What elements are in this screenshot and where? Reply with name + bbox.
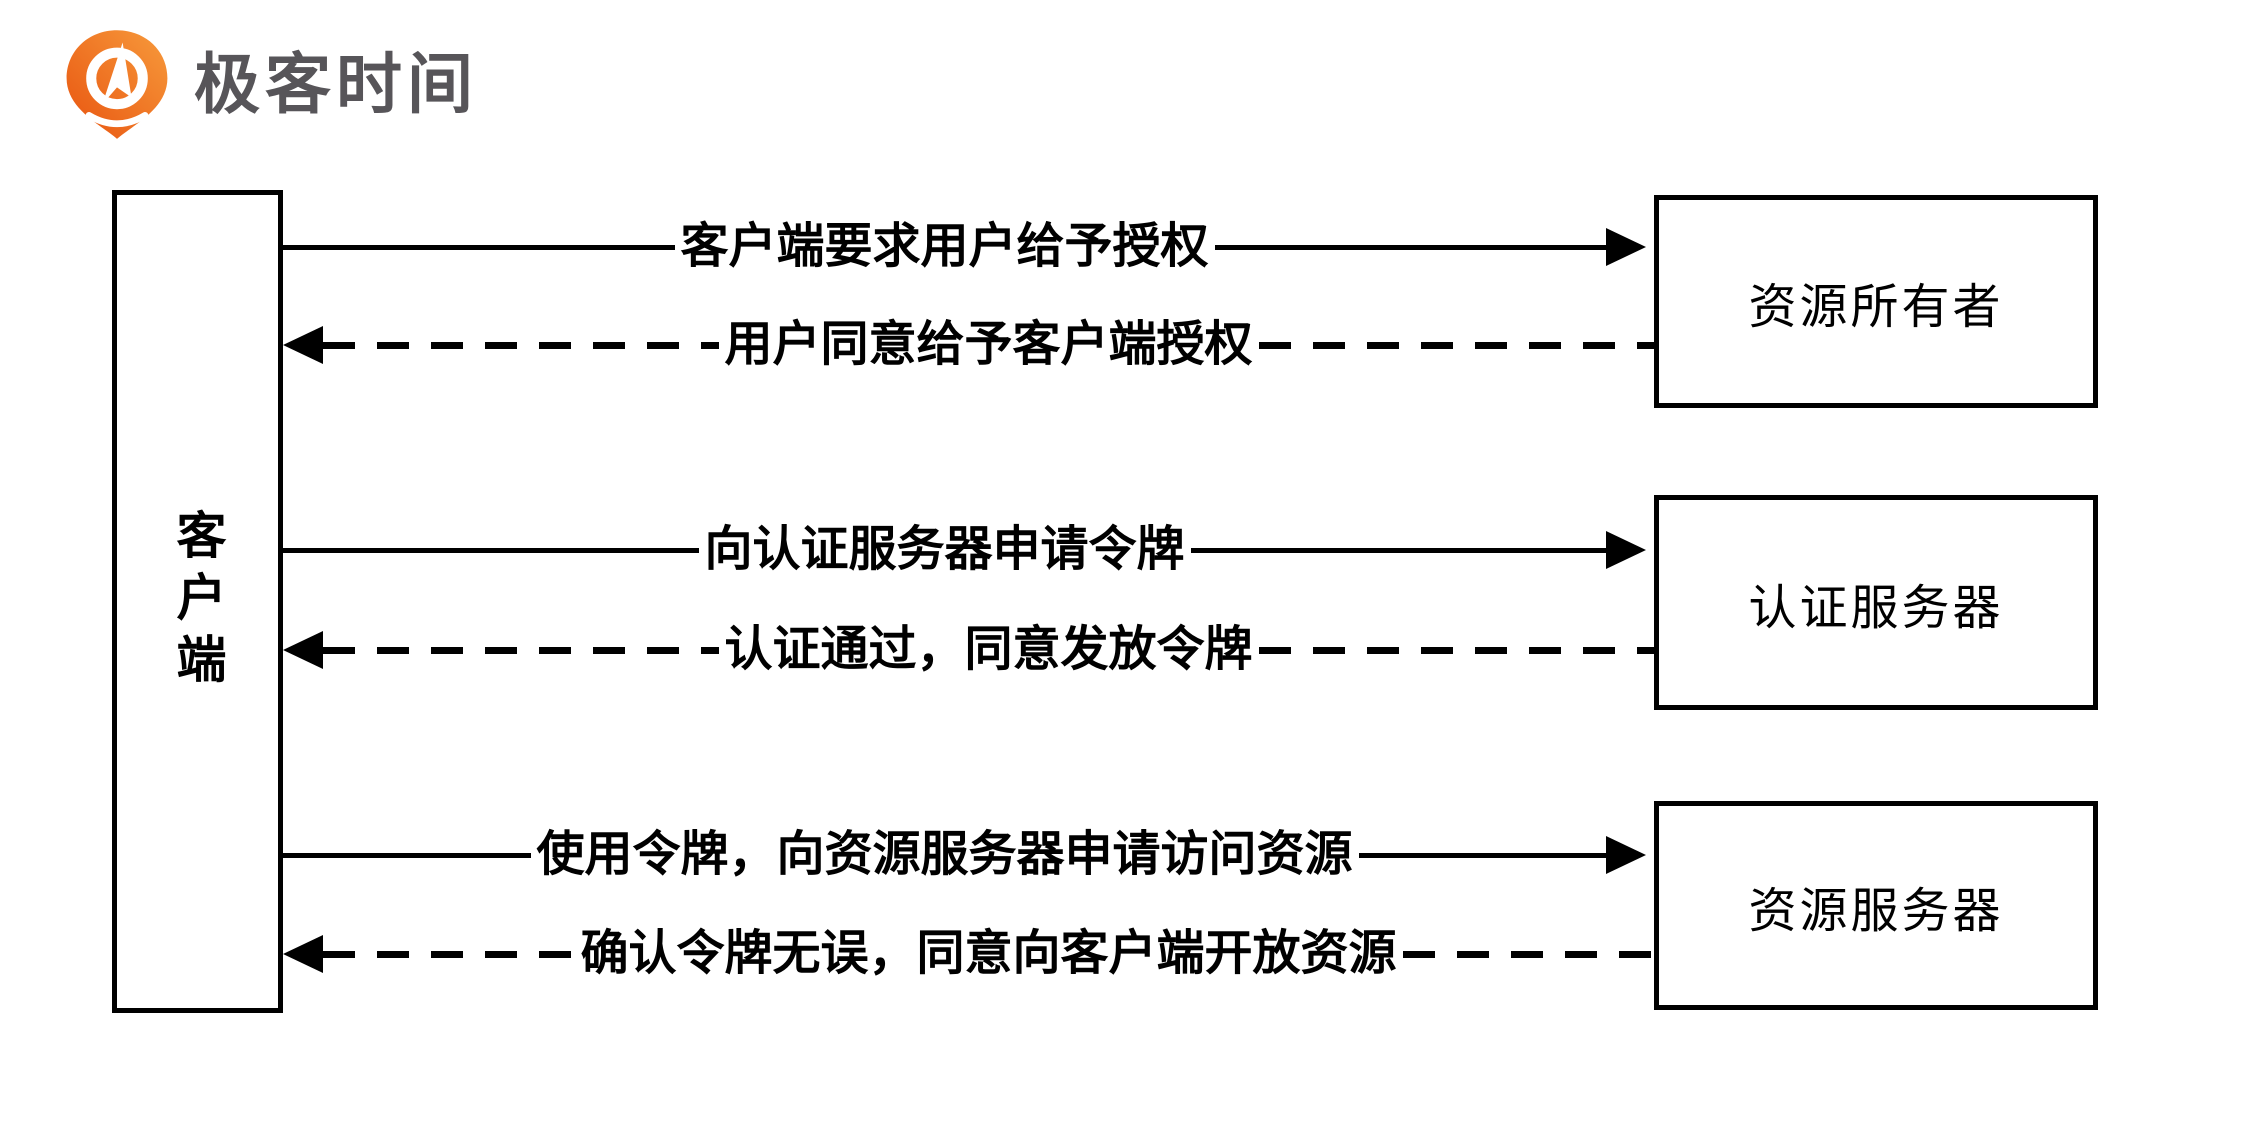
flow-issue-token: 认证通过，同意发放令牌 bbox=[283, 618, 1655, 682]
flow-line bbox=[283, 547, 699, 553]
arrowhead-left-icon bbox=[283, 326, 323, 364]
flow-line bbox=[1258, 341, 1655, 349]
arrowhead-left-icon bbox=[283, 935, 323, 973]
arrowhead-left-icon bbox=[283, 631, 323, 669]
resource-server-box: 资源服务器 bbox=[1654, 801, 2098, 1010]
flow-line bbox=[283, 244, 675, 250]
flow-request-token: 向认证服务器申请令牌 bbox=[283, 518, 1654, 582]
flow-open-resource: 确认令牌无误，同意向客户端开放资源 bbox=[283, 922, 1655, 986]
auth-server-box: 认证服务器 bbox=[1654, 495, 2098, 710]
flow-line bbox=[1402, 950, 1655, 958]
flow-line bbox=[1214, 244, 1607, 250]
flow-label: 认证通过，同意发放令牌 bbox=[724, 623, 1253, 676]
flow-line bbox=[283, 852, 531, 858]
brand-name: 极客时间 bbox=[194, 47, 478, 121]
flow-line bbox=[1358, 852, 1607, 858]
flow-line bbox=[323, 341, 719, 349]
flow-label: 向认证服务器申请令牌 bbox=[704, 523, 1185, 576]
flow-line bbox=[323, 646, 719, 654]
flow-label: 使用令牌，向资源服务器申请访问资源 bbox=[536, 828, 1353, 881]
client-box-label: 客户端 bbox=[169, 508, 226, 695]
flow-line bbox=[1258, 646, 1655, 654]
flow-request-authorization: 客户端要求用户给予授权 bbox=[283, 215, 1654, 279]
resource-owner-label: 资源所有者 bbox=[1748, 280, 2004, 334]
auth-server-label: 认证服务器 bbox=[1748, 581, 2004, 635]
geektime-pin-icon bbox=[66, 30, 168, 139]
arrowhead-right-icon bbox=[1606, 228, 1647, 266]
flow-line bbox=[323, 950, 575, 958]
flow-request-resource: 使用令牌，向资源服务器申请访问资源 bbox=[283, 823, 1654, 887]
flow-grant-authorization: 用户同意给予客户端授权 bbox=[283, 313, 1655, 377]
flow-label: 客户端要求用户给予授权 bbox=[680, 220, 1209, 273]
resource-owner-box: 资源所有者 bbox=[1654, 195, 2098, 408]
resource-server-label: 资源服务器 bbox=[1748, 884, 2004, 938]
arrowhead-right-icon bbox=[1606, 531, 1647, 569]
brand-logo: 极客时间 bbox=[58, 28, 478, 140]
flow-label: 用户同意给予客户端授权 bbox=[724, 318, 1253, 371]
flow-label: 确认令牌无误，同意向客户端开放资源 bbox=[580, 927, 1397, 980]
arrowhead-right-icon bbox=[1606, 836, 1647, 874]
client-box: 客户端 bbox=[112, 190, 283, 1013]
flow-line bbox=[1190, 547, 1607, 553]
